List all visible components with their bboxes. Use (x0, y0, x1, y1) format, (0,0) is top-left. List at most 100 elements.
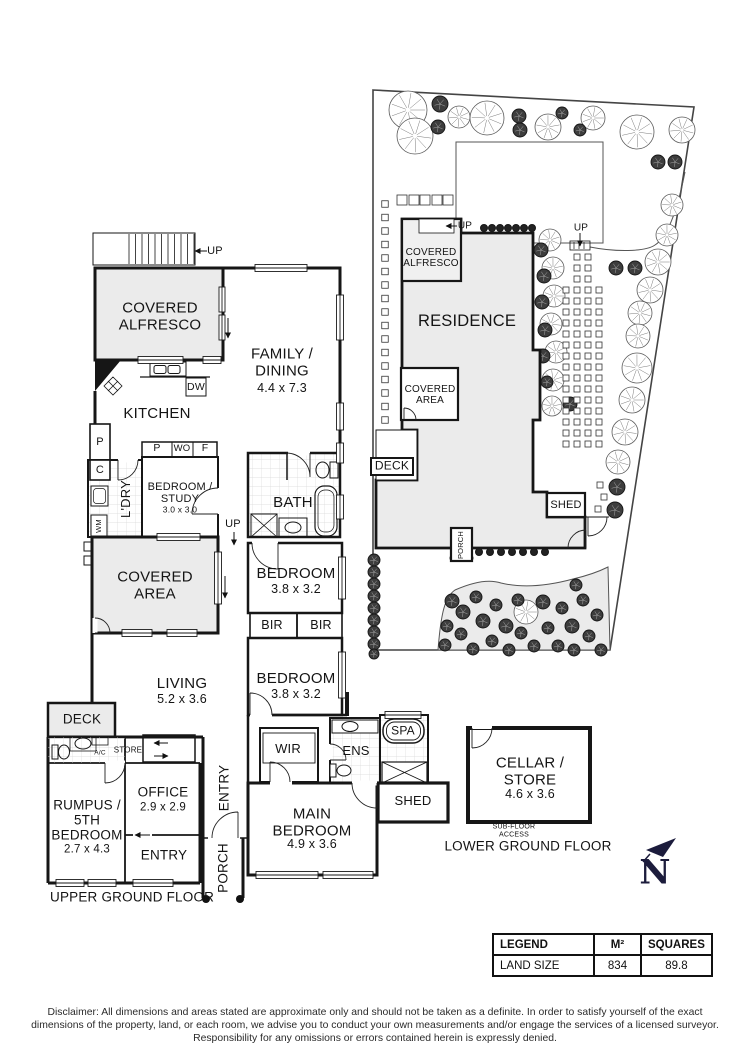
bir2-label: BIR (310, 618, 332, 633)
site-deck-label: DECK (374, 458, 410, 473)
living-dims: 5.2 x 3.6 (157, 692, 207, 707)
upper-floor-plan (46, 232, 450, 903)
paver-icon (584, 253, 592, 261)
paver-icon (584, 418, 592, 426)
spa-tub (382, 718, 425, 744)
paver-icon (584, 363, 592, 371)
tree-icon (668, 116, 696, 144)
paver-icon (573, 319, 581, 327)
shrub-icon (573, 123, 587, 137)
land-size-row: LAND SIZE 834 89.8 (492, 954, 713, 977)
hedge-dot (512, 224, 520, 232)
bedroom1-dims: 3.8 x 3.2 (271, 582, 321, 597)
site-residence-label: RESIDENCE (417, 311, 517, 330)
m2-header: M² (593, 933, 642, 956)
shrub-icon (431, 95, 449, 113)
shrub-icon (569, 578, 583, 592)
site-porch-box (449, 526, 474, 563)
paver-icon (381, 267, 389, 276)
dishwasher-label: DW (187, 381, 205, 394)
paver-icon (562, 297, 570, 305)
shrub-icon (475, 613, 491, 629)
paver-icon (381, 389, 389, 397)
wir-closet (262, 732, 316, 764)
shrub-icon (469, 590, 483, 604)
ens-label: ENS (342, 742, 370, 758)
covered-alfresco-label: COVERED ALFRESCO (118, 299, 202, 333)
paver-icon (584, 275, 592, 283)
paver-icon (381, 308, 389, 316)
paver-icon (408, 194, 420, 206)
paver-icon (381, 321, 389, 330)
shrub-icon (367, 565, 381, 579)
kitchen-label: KITCHEN (123, 404, 191, 422)
hedge-dot (488, 224, 496, 232)
site-covered-area-label: COVERED AREA (404, 384, 456, 406)
hedge-dot (504, 224, 512, 232)
shrub-icon (440, 619, 454, 633)
tree-icon (396, 117, 434, 155)
entry-room-label: ENTRY (140, 847, 188, 863)
stairs (92, 232, 196, 266)
tree-icon (636, 276, 664, 304)
site-shed-box (545, 491, 587, 519)
store-closet (142, 734, 196, 763)
stair-hatching (128, 234, 195, 264)
paver-icon (584, 385, 592, 393)
paver-icon (595, 396, 603, 404)
robe-f-label: F (201, 442, 209, 455)
paver-icon (595, 286, 603, 294)
shrub-icon (667, 154, 683, 170)
shrub-icon (514, 626, 528, 640)
paver-icon (442, 194, 454, 206)
tree-icon (541, 395, 563, 417)
office-label: OFFICE (137, 784, 189, 800)
site-up1-label: UP (457, 220, 473, 232)
paver-icon (573, 396, 581, 404)
shrub-icon (555, 106, 569, 120)
shrub-icon (650, 154, 666, 170)
door-swings (94, 452, 378, 839)
land-size-label: LAND SIZE (492, 954, 595, 977)
deck-label: DECK (62, 711, 102, 727)
paver-icon (562, 352, 570, 360)
lower-floor-plan (466, 723, 592, 824)
squares-header: SQUARES (640, 933, 713, 956)
entry-hall-label: ENTRY (216, 764, 232, 812)
shrub-icon (466, 642, 480, 656)
shrub-icon (551, 639, 565, 653)
paver-icon (562, 286, 570, 294)
door-gaps (92, 450, 377, 841)
bedroom-study-dims: 3.0 x 3.0 (162, 504, 198, 515)
paver-icon (584, 374, 592, 382)
washing-machine-label: WM (93, 519, 103, 533)
paver-icon (573, 264, 581, 272)
shrub-icon (367, 637, 381, 651)
paver-icon (573, 429, 581, 437)
garden-decorations (367, 90, 696, 660)
hedge-dot (528, 224, 536, 232)
shed-box (376, 781, 450, 824)
shrub-icon (590, 608, 604, 622)
paver-icon (584, 440, 592, 448)
direction-arrows (134, 248, 237, 838)
shrub-icon (534, 294, 550, 310)
porch-label: PORCH (215, 843, 231, 893)
paver-icon (381, 240, 389, 249)
shrub-icon (502, 643, 516, 657)
tree-icon (580, 105, 606, 131)
site-up2-label: UP (573, 222, 589, 234)
tree-icon (534, 113, 562, 141)
paver-icon (573, 440, 581, 448)
paver-icon (381, 254, 389, 262)
paver-icon (584, 352, 592, 360)
paver-icon (562, 363, 570, 371)
disclaimer-text: Disclaimer: All dimensions and areas sta… (31, 1007, 719, 1044)
land-size-m2: 834 (593, 954, 642, 977)
paver-icon (595, 330, 603, 338)
living-label: LIVING (156, 674, 208, 692)
bedroom-study-label: BEDROOM / STUDY (147, 480, 213, 505)
paver-icon (573, 330, 581, 338)
robe-p-label: P (153, 442, 161, 455)
bedroom1-label: BEDROOM (256, 564, 336, 582)
